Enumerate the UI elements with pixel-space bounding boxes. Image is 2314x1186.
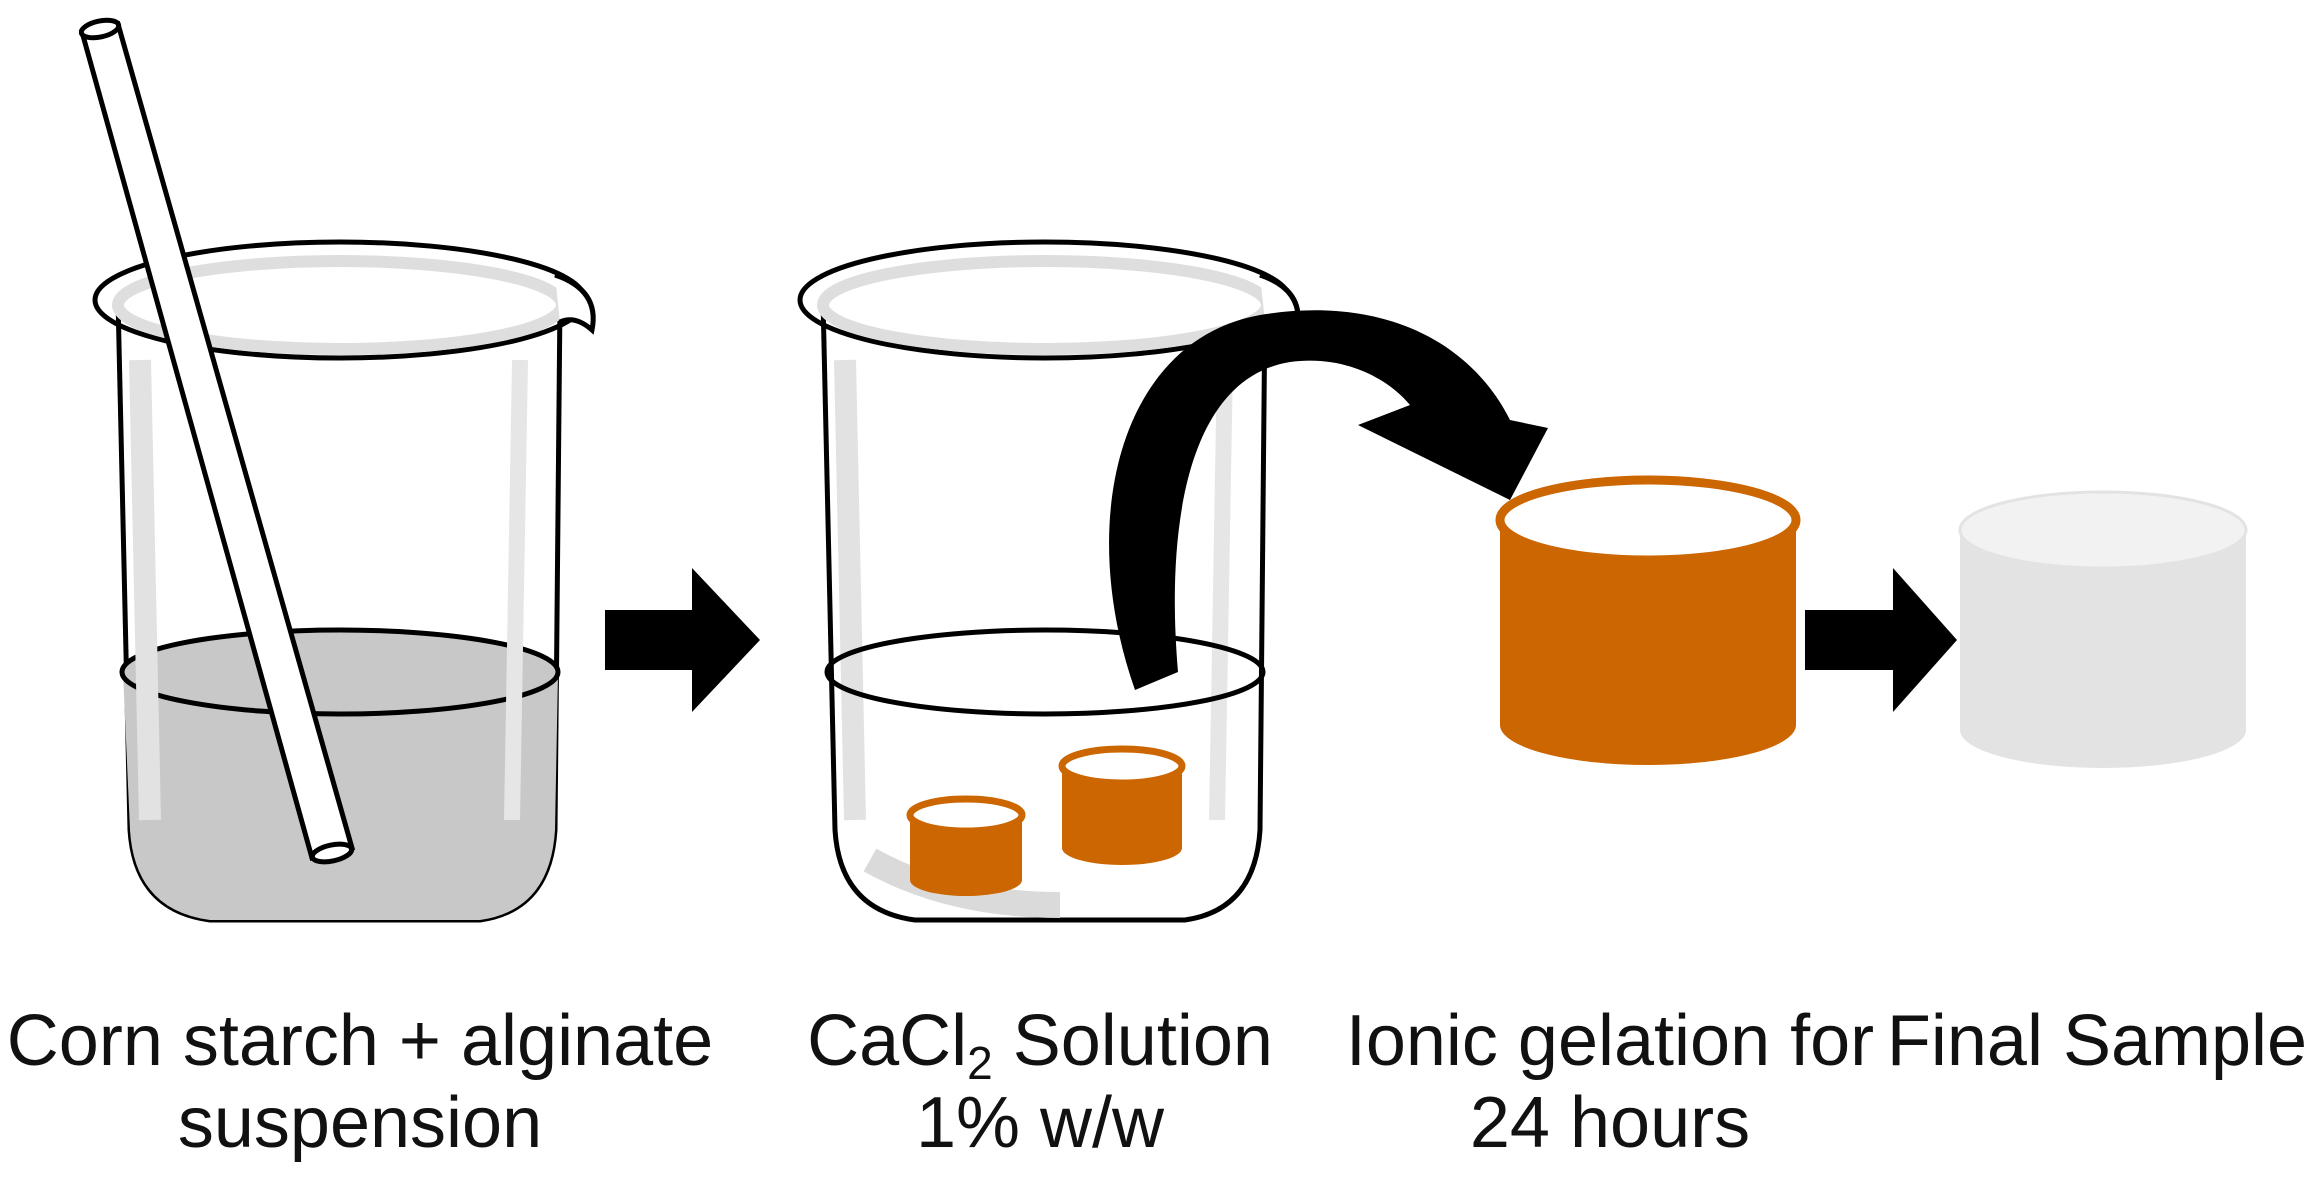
gel-bead-small <box>906 795 1026 896</box>
caption-line: Final Sample <box>1886 1001 2308 1081</box>
beaker-suspension <box>78 17 596 923</box>
gel-bead-small <box>1058 745 1186 865</box>
formula-text: CaCl <box>807 1001 968 1081</box>
curved-arrow-icon <box>1109 310 1548 690</box>
caption-suspension: Corn starch + alginate suspension <box>0 1000 720 1164</box>
caption-line: 1% w/w <box>915 1083 1165 1163</box>
caption-line: CaCl2 Solution <box>780 1000 1300 1086</box>
gel-cylinder-large <box>1495 475 1801 765</box>
caption-line: Corn starch + alginate <box>6 1001 714 1081</box>
caption-line: Ionic gelation for <box>1345 1001 1875 1081</box>
caption-cacl2: CaCl2 Solution 1% w/w <box>780 1000 1300 1164</box>
formula-subscript: 2 <box>967 1037 993 1089</box>
arrow-right-icon <box>605 568 760 712</box>
final-sample-cylinder <box>1958 490 2248 768</box>
caption-gelation: Ionic gelation for 24 hours <box>1330 1000 1890 1164</box>
caption-line: 24 hours <box>1469 1083 1751 1163</box>
suspension-liquid <box>123 672 558 920</box>
cacl2-surface <box>824 627 1266 717</box>
arrow-right-icon <box>1805 568 1957 712</box>
stirring-rod <box>78 17 356 865</box>
caption-line: suspension <box>177 1083 543 1163</box>
caption-final-sample: Final Sample <box>1880 1000 2314 1082</box>
formula-rest: Solution <box>992 1001 1273 1081</box>
